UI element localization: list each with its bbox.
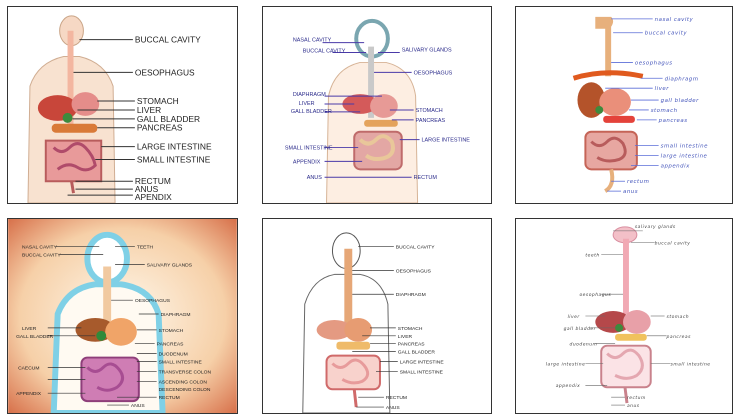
digestive-system-drawing-5: BUCCAL CAVITY OESOPHAGUS DIAPHRAGM STOMA… — [263, 219, 491, 413]
panel-5-label: DIAPHRAGM — [396, 292, 426, 298]
panel-5-label: LARGE INTESTINE — [400, 360, 445, 366]
panel-3-label: stomach — [651, 108, 678, 114]
digestive-system-drawing-4: NASAL CAVITY BUCCAL CAVITY TEETH SALIVAR… — [8, 219, 237, 413]
panel-4-label: ANUS — [131, 403, 145, 409]
panel-5-label: SMALL INTESTINE — [400, 369, 444, 375]
panel-1-label: SMALL INTESTINE — [137, 154, 211, 164]
panel-3-label: liver — [655, 86, 670, 92]
panel-1-label: LARGE INTESTINE — [137, 142, 212, 152]
panel-4-label: RECTUM — [159, 395, 180, 401]
panel-5-label: RECTUM — [386, 395, 407, 401]
panel-2-label: RECTUM — [414, 175, 438, 181]
panel-6-label: pancreas — [666, 334, 692, 340]
panel-5-label: PANCREAS — [398, 342, 426, 348]
panel-6-label: large intestine — [546, 361, 586, 367]
panel-5-label: ANUS — [386, 405, 400, 411]
panel-1-label: APENDIX — [135, 192, 172, 202]
diagram-panel-4: NASAL CAVITY BUCCAL CAVITY TEETH SALIVAR… — [7, 218, 238, 414]
panel-4-label: DIAPHRAGM — [161, 312, 191, 318]
panel-2-label: LIVER — [299, 101, 315, 107]
diagram-panel-3: nasal cavity buccal cavity oesophagus di… — [515, 6, 733, 204]
panel-4-label: NASAL CAVITY — [22, 245, 58, 251]
panel-2-label: PANCREAS — [416, 118, 446, 124]
panel-2-label: BUCCAL CAVITY — [303, 49, 346, 55]
panel-1-label: BUCCAL CAVITY — [135, 35, 201, 45]
panel-2-label: SMALL INTESTINE — [285, 146, 333, 152]
panel-6-label: teeth — [585, 253, 599, 259]
panel-6-label: oesophagus — [579, 292, 611, 298]
diagram-panel-6: salivary glands buccal cavity teeth oeso… — [515, 218, 733, 414]
panel-4-label: TEETH — [137, 245, 154, 251]
panel-4-label: DESCENDING COLON — [159, 387, 211, 393]
panel-3-label: buccal cavity — [645, 31, 688, 37]
panel-3-label: anus — [623, 189, 638, 195]
digestive-system-drawing-6: salivary glands buccal cavity teeth oeso… — [516, 219, 732, 413]
panel-2-label: APPENDIX — [293, 159, 321, 165]
panel-6-label: liver — [568, 314, 581, 320]
panel-4-label: SALIVARY GLANDS — [147, 263, 193, 269]
panel-3-labels: nasal cavity buccal cavity oesophagus di… — [623, 17, 708, 195]
panel-5-label: GALL BLADDER — [398, 350, 436, 356]
panel-4-label: SMALL INTESTINE — [159, 360, 203, 366]
digestive-system-drawing-1: BUCCAL CAVITY OESOPHAGUS STOMACH LIVER G… — [8, 7, 237, 203]
panel-2-label: ANUS — [307, 175, 322, 181]
panel-6-label: duodenum — [570, 342, 598, 348]
panel-5-label: LIVER — [398, 334, 413, 340]
panel-3-label: pancreas — [658, 118, 688, 124]
digestive-system-drawing-2: NASAL CAVITY BUCCAL CAVITY SALIVARY GLAN… — [263, 7, 491, 203]
diagram-panel-5: BUCCAL CAVITY OESOPHAGUS DIAPHRAGM STOMA… — [262, 218, 492, 414]
panel-1-labels: BUCCAL CAVITY OESOPHAGUS STOMACH LIVER G… — [135, 35, 212, 202]
panel-4-label: STOMACH — [159, 328, 184, 334]
panel-3-label: diaphragm — [665, 76, 699, 82]
panel-3-label: large intestine — [661, 153, 708, 159]
panel-2-label: OESOPHAGUS — [414, 70, 453, 76]
panel-4-label: CAECUM — [18, 365, 39, 371]
panel-6-label: appendix — [556, 383, 581, 389]
panel-4-label: BUCCAL CAVITY — [22, 253, 61, 259]
panel-2-label: DIAPHRAGM — [293, 92, 326, 98]
panel-4-label: PANCREAS — [157, 342, 185, 348]
panel-6-label: gall bladder — [564, 326, 597, 332]
panel-4-label: ASCENDING COLON — [159, 379, 208, 385]
panel-4-label: DUODENUM — [159, 352, 188, 358]
panel-2-label: STOMACH — [416, 108, 443, 114]
panel-6-label: small intestine — [671, 361, 711, 367]
panel-3-label: nasal cavity — [655, 17, 694, 23]
panel-3-label: appendix — [661, 163, 690, 169]
panel-4-label: OESOPHAGUS — [135, 298, 171, 304]
panel-1-label: PANCREAS — [137, 123, 183, 133]
panel-4-label: LIVER — [22, 326, 37, 332]
panel-5-label: STOMACH — [398, 326, 423, 332]
digestive-system-drawing-3: nasal cavity buccal cavity oesophagus di… — [516, 7, 732, 203]
panel-2-label: LARGE INTESTINE — [422, 138, 471, 144]
panel-4-label: GALL BLADDER — [16, 334, 54, 340]
panel-2-label: SALIVARY GLANDS — [402, 48, 452, 54]
panel-4-label: TRANSVERSE COLON — [159, 369, 212, 375]
panel-5-label: OESOPHAGUS — [396, 268, 432, 274]
panel-3-label: rectum — [627, 179, 649, 185]
panel-2-label: NASAL CAVITY — [293, 38, 332, 44]
panel-6-label: anus — [627, 404, 640, 409]
panel-6-label: stomach — [667, 314, 690, 320]
panel-1-label: OESOPHAGUS — [135, 67, 195, 77]
diagram-panel-2: NASAL CAVITY BUCCAL CAVITY SALIVARY GLAN… — [262, 6, 492, 204]
panel-4-label: APPENDIX — [16, 391, 42, 397]
panel-6-label: salivary glands — [635, 224, 676, 230]
panel-3-label: gall bladder — [661, 98, 700, 104]
panel-6-label: buccal cavity — [655, 241, 691, 247]
panel-2-label: GALL BLADDER — [291, 109, 332, 115]
panel-3-label: small intestine — [661, 144, 708, 150]
diagram-panel-1: BUCCAL CAVITY OESOPHAGUS STOMACH LIVER G… — [7, 6, 238, 204]
panel-5-label: BUCCAL CAVITY — [396, 245, 435, 251]
panel-3-label: oesophagus — [635, 60, 673, 66]
panel-6-label: rectum — [627, 395, 646, 401]
